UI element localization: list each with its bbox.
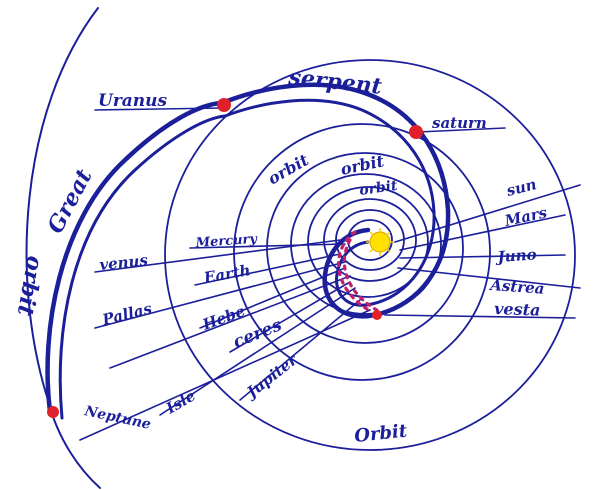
- isle-line: [159, 287, 356, 416]
- neptune-marker: [47, 406, 59, 418]
- label-saturn: saturn: [432, 114, 487, 132]
- jupiter-line: [239, 299, 361, 401]
- ceres-line-2: [229, 281, 351, 353]
- label-pallas: Pallas: [100, 299, 155, 329]
- label-astrea: Astrea: [488, 276, 545, 298]
- uranus-marker: [217, 98, 231, 112]
- orbit-ring-4: [307, 186, 429, 298]
- inner-dotted-arcs: [337, 230, 382, 314]
- earth-line: [194, 253, 341, 286]
- hebe-line: [199, 267, 346, 329]
- label-serpent: serpent: [286, 64, 383, 100]
- serpent-spiral-inner: [58, 98, 436, 420]
- ceres-line: [109, 275, 351, 369]
- label-orbit-bottom: Orbit: [353, 420, 408, 446]
- label-orbit-inner-1: orbit: [265, 150, 313, 189]
- orbit-ring-3: [323, 198, 417, 282]
- serpent-spiral: [45, 82, 451, 420]
- orbit-ring-7: [233, 123, 491, 381]
- neptune-line: [79, 309, 371, 441]
- sun-line: [394, 184, 581, 243]
- label-sun: sun: [505, 175, 539, 200]
- label-orbit-outer: orbit: [12, 254, 48, 318]
- saturn-marker: [409, 125, 423, 139]
- pallas-line: [94, 261, 346, 329]
- dotted-arc-1: [337, 230, 374, 314]
- mercury-line: [189, 243, 346, 249]
- juno-line: [399, 254, 566, 259]
- label-vesta: vesta: [494, 299, 541, 320]
- label-orbit-inner-3: orbit: [358, 178, 399, 199]
- label-juno: Juno: [494, 245, 537, 266]
- label-mercury: Mercury: [194, 232, 259, 251]
- orbit-ring-6: [266, 152, 464, 344]
- mars-line: [399, 214, 566, 251]
- saturn-underline: [417, 127, 506, 133]
- label-neptune: Neptune: [82, 403, 152, 433]
- label-jupiter: Jupiter: [241, 350, 301, 403]
- dotted-arc-2: [342, 238, 382, 314]
- label-uranus: Uranus: [98, 91, 168, 111]
- orbit-ring-8: [164, 59, 576, 451]
- label-earth: Earth: [202, 261, 252, 287]
- uranus-underline: [94, 107, 223, 111]
- astrea-line: [397, 267, 581, 289]
- sun-icon: [366, 228, 394, 256]
- vesta-line: [384, 314, 576, 319]
- pointer-lines: [79, 107, 581, 441]
- vesta-marker: [372, 310, 382, 320]
- orbit-rings: [164, 59, 576, 451]
- label-venus: venus: [99, 251, 150, 274]
- label-isle: Isle: [162, 387, 198, 418]
- great-orbit-arc: [25, 7, 101, 489]
- serpent-spiral-outer: [45, 82, 451, 415]
